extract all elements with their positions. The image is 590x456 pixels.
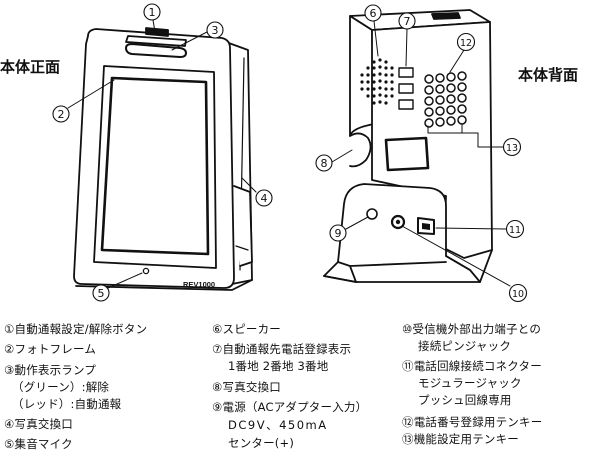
svg-text:8: 8 — [321, 157, 328, 170]
legend-item-3-green: （グリーン）:解除 — [12, 380, 110, 394]
marker-8: 8 — [315, 154, 333, 172]
legend-item-7: ⑦自動通報先電話登録表示 — [212, 342, 352, 356]
legend-item-1: ①自動通報設定/解除ボタン — [4, 322, 148, 336]
svg-text:7: 7 — [404, 15, 411, 28]
model-label: REV1000 — [183, 280, 215, 289]
marker-10: 10 — [508, 283, 528, 303]
svg-text:11: 11 — [509, 225, 521, 236]
legend-item-11-push: プッシュ回線専用 — [418, 393, 512, 407]
legend-item-10-desc: 接続ピンジャック — [418, 339, 512, 353]
legend-item-9-polarity: センター(+) — [228, 436, 295, 450]
legend-item-11-modular: モジュラージャック — [418, 376, 522, 390]
svg-text:13: 13 — [506, 143, 518, 154]
marker-3: 3 — [206, 21, 224, 39]
legend-item-6: ⑥スピーカー — [212, 322, 282, 336]
front-leaders — [67, 19, 257, 289]
legend-item-8: ⑧写真交換口 — [212, 380, 282, 394]
legend-item-11: ⑪電話回線接続コネクター — [402, 359, 542, 373]
legend-item-9: ⑨電源（ACアダプター入力） — [212, 400, 368, 414]
marker-7: 7 — [398, 12, 416, 30]
legend-item-4: ④写真交換口 — [4, 417, 74, 431]
legend-item-3: ③動作表示ランプ — [4, 363, 97, 377]
keypad — [424, 71, 467, 128]
svg-text:5: 5 — [98, 287, 105, 300]
legend-item-13: ⑬機能設定用テンキー — [402, 432, 519, 446]
front-view-label: 本体正面 — [0, 58, 61, 76]
legend-item-2: ②フォトフレーム — [4, 342, 97, 356]
legend-item-9-rating: DC9V、450mA — [228, 418, 328, 432]
marker-6: 6 — [364, 4, 382, 22]
svg-text:1: 1 — [149, 6, 156, 19]
marker-4: 4 — [255, 189, 273, 207]
svg-text:12: 12 — [460, 38, 472, 49]
marker-11: 11 — [505, 219, 525, 239]
legend-item-5: ⑤集音マイク — [4, 437, 73, 451]
legend-item-10: ⑩受信機外部出力端子との — [402, 322, 542, 336]
marker-13: 13 — [502, 137, 522, 157]
svg-text:3: 3 — [212, 24, 219, 37]
svg-text:9: 9 — [335, 227, 342, 240]
svg-text:6: 6 — [370, 7, 377, 20]
back-view-label: 本体背面 — [518, 66, 579, 84]
legend-item-3-red: （レッド）:自動通報 — [12, 397, 122, 411]
marker-1: 1 — [143, 3, 161, 21]
svg-text:4: 4 — [261, 192, 268, 205]
svg-text:10: 10 — [512, 289, 524, 300]
front-device — [73, 27, 253, 291]
legend-item-7-slots: 1番地 2番地 3番地 — [228, 359, 329, 373]
marker-9: 9 — [329, 224, 347, 242]
marker-12: 12 — [456, 32, 476, 52]
svg-text:2: 2 — [58, 108, 65, 121]
marker-5: 5 — [92, 284, 110, 302]
back-device — [323, 9, 493, 283]
back-leaders — [331, 20, 511, 287]
marker-2: 2 — [52, 105, 70, 123]
speaker-grille — [360, 58, 394, 105]
legend-item-12: ⑫電話番号登録用テンキー — [402, 415, 543, 429]
